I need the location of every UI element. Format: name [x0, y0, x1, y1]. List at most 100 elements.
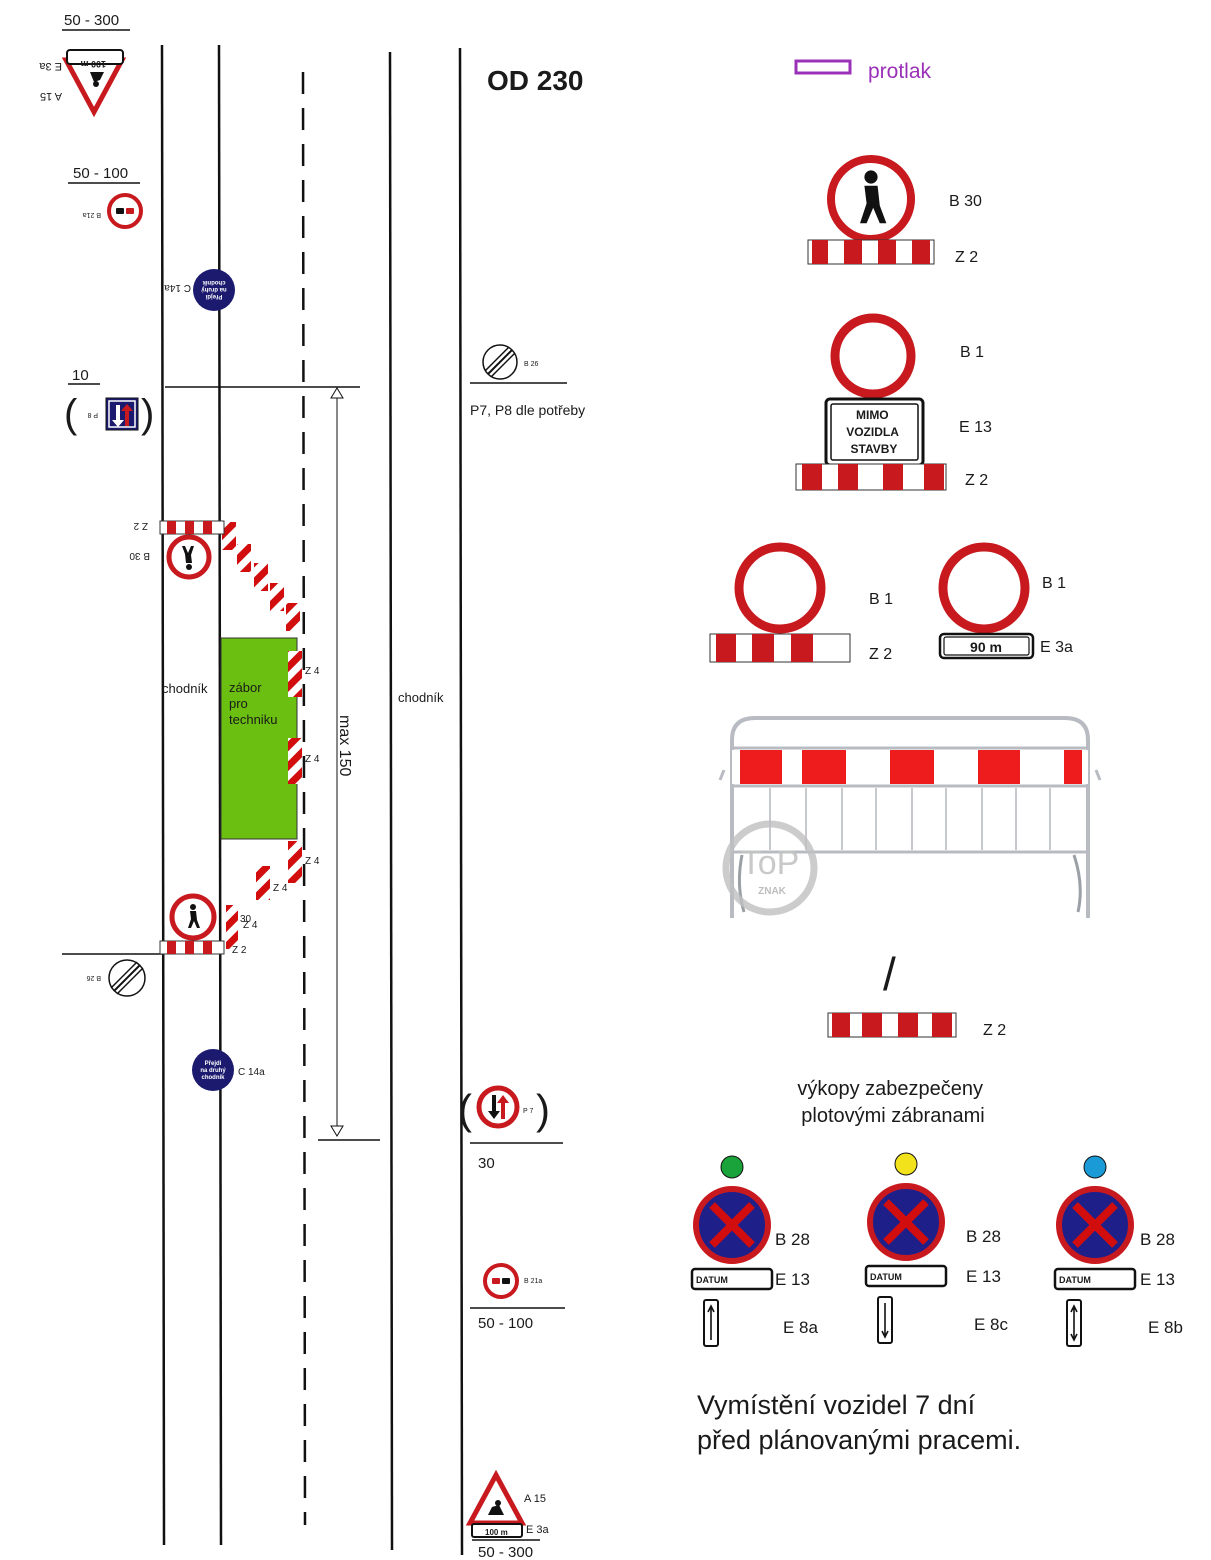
e8-arrow-icon: [707, 1304, 715, 1340]
right-sidewalk-label: chodník: [398, 690, 444, 705]
legend-b1-sign-a: [830, 313, 916, 399]
legend-slash: /: [883, 948, 896, 1000]
dist-p8-label: 10: [72, 367, 89, 384]
z2-barrier-bottom: [159, 940, 225, 955]
status-dot: [720, 1155, 744, 1179]
e8-label: E 8c: [974, 1315, 1009, 1334]
dist-b21a-left-label: 50 - 100: [73, 165, 128, 182]
fence-barrier-illustration: ToP ZNAK: [718, 716, 1102, 918]
legend-b1-b-label: B 1: [869, 591, 893, 608]
dist-top-label: 50 - 300: [64, 12, 119, 29]
dist-bottom-right-label: 50 - 300: [478, 1544, 533, 1560]
e3a-distance-plate-right: [471, 1523, 523, 1538]
b26-left-label: B 26: [86, 974, 101, 981]
plan-title: OD 230: [487, 65, 584, 96]
e13-label: E 13: [966, 1267, 1001, 1286]
c14a-top-text-3: chodník: [202, 279, 226, 285]
z4-taper: [222, 522, 302, 949]
legend-z2-a-label: Z 2: [955, 249, 978, 266]
b30-top-label: B 30: [129, 550, 150, 561]
e3a-right-value: 100 m: [485, 1528, 508, 1537]
b21a-no-overtaking-sign-right: [483, 1263, 519, 1299]
e13-label: E 13: [775, 1270, 810, 1289]
z4-chevron-board: [222, 522, 236, 550]
right-sidewalk-outer-line: [458, 47, 464, 1556]
c14a-bottom-text-2: na druhý: [200, 1068, 226, 1074]
b21a-left-label: B 21a: [83, 211, 101, 218]
legend-b1-sign-b: [734, 542, 826, 634]
fence-logo-text: ToP: [741, 844, 800, 882]
legend-z2-b-label: Z 2: [965, 472, 988, 489]
c14a-top-text-1: Přejdi: [205, 293, 222, 299]
c14a-cross-to-other-sidewalk-sign-top: Přejdi na druhý chodník: [193, 269, 235, 311]
legend-e13-label: E 13: [959, 419, 992, 436]
lane-center-dashed-line: [301, 71, 307, 1526]
e13-datum-plate: [1053, 1267, 1137, 1291]
z4-chevron-board: [270, 583, 284, 611]
z4-chevron-board: [288, 738, 302, 784]
z4-label-e: Z 4: [243, 920, 258, 931]
b26-right-label: B 26: [524, 361, 539, 368]
e8-arrow-icon: [1070, 1304, 1078, 1342]
z4-label-b: Z 4: [305, 754, 320, 765]
legend-b30-sign: [827, 155, 915, 243]
z4-chevron-board: [237, 544, 251, 572]
e3a-left-label: E 3a: [38, 60, 62, 72]
a15-left-label: A 15: [40, 90, 62, 102]
c14a-bottom-text-1: Přejdi: [205, 1061, 222, 1067]
b26-end-of-restrictions-sign-right: [482, 344, 518, 380]
c14a-top-label: C 14a: [164, 282, 191, 293]
legend-b1-c-label: B 1: [1042, 575, 1066, 592]
z4-chevron-board: [286, 603, 300, 631]
legend-b30-label: B 30: [949, 193, 982, 210]
dist-p7-label: 30: [478, 1155, 495, 1172]
reference-lines: [62, 29, 567, 1541]
p8-label: P 8: [88, 411, 98, 418]
legend-b1-sign-c: [938, 542, 1030, 634]
e3a-distance-plate-left: [66, 49, 124, 65]
b28-label: B 28: [1140, 1230, 1175, 1249]
z4-chevron-board: [226, 905, 238, 949]
z2-barrier-top: [159, 520, 225, 535]
legend-z2-barrier-a: [807, 239, 935, 265]
z4-chevron-board: [254, 563, 268, 591]
z2-top-label: Z 2: [133, 520, 148, 531]
legend-z2-d-label: Z 2: [983, 1022, 1006, 1039]
e13-datum-plate: [690, 1267, 774, 1291]
right-road-edge-line: [388, 51, 394, 1551]
p7-priority-to-oncoming-sign: [476, 1085, 520, 1129]
p8-paren-right: ): [141, 392, 154, 436]
e8-arrow-icon: [881, 1303, 889, 1339]
legend-z2-barrier-b: [795, 463, 947, 491]
work-zone-area: [220, 637, 298, 840]
z4-chevron-board: [288, 651, 302, 697]
p8-paren-left: (: [64, 392, 78, 436]
c14a-bottom-label: C 14a: [238, 1067, 265, 1078]
a15-right-label: A 15: [524, 1493, 546, 1505]
b21a-right-label: B 21a: [524, 1278, 542, 1285]
e8-label: E 8b: [1148, 1318, 1183, 1337]
protlak-legend-swatch: [794, 59, 852, 75]
e13-datum-text: DATUM: [696, 1275, 728, 1285]
z4-label-c: Z 4: [305, 856, 320, 867]
left-sidewalk-outer-line: [160, 44, 166, 1546]
z4-label-d: Z 4: [273, 883, 288, 894]
status-dot: [1083, 1155, 1107, 1179]
dist-b21a-right-label: 50 - 100: [478, 1315, 533, 1332]
p8-priority-over-oncoming-sign: [105, 397, 139, 431]
legend-e3a-value: 90 m: [970, 639, 1002, 655]
status-dot: [894, 1152, 918, 1176]
fence-note: výkopy zabezpečeny plotovými zábranami: [797, 1078, 988, 1127]
fence-logo-sub: ZNAK: [758, 886, 787, 897]
b28-label: B 28: [966, 1227, 1001, 1246]
e13-label: E 13: [1140, 1270, 1175, 1289]
c14a-top-text-2: na druhý: [201, 286, 227, 292]
e13-datum-plate: [864, 1264, 948, 1288]
p7p8-note: P7, P8 dle potřeby: [470, 402, 585, 418]
max-length-label: max 150: [336, 715, 353, 776]
protlak-legend-label: protlak: [868, 60, 932, 83]
